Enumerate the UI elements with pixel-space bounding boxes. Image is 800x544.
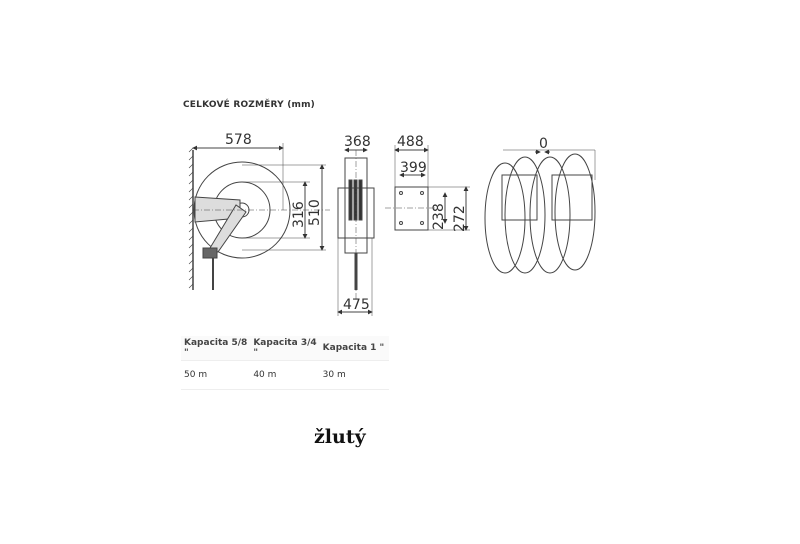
side-view bbox=[337, 147, 375, 316]
table-header: Kapacita 5/8 " bbox=[184, 338, 248, 358]
table-header: Kapacita 3/4 " bbox=[253, 338, 317, 358]
front-view bbox=[188, 143, 330, 290]
table-cell: 30 m bbox=[322, 370, 346, 380]
dim-510: 510 bbox=[307, 199, 323, 226]
dim-spacing: 0 bbox=[539, 136, 548, 152]
table-header-row: Kapacita 5/8 " Kapacita 3/4 " Kapacita 1… bbox=[181, 336, 389, 361]
dim-238: 238 bbox=[431, 203, 447, 230]
multi-reel-view bbox=[484, 149, 596, 274]
dim-368: 368 bbox=[344, 134, 371, 150]
dim-475: 475 bbox=[343, 297, 370, 313]
table-cell: 50 m bbox=[184, 370, 208, 380]
dim-578: 578 bbox=[225, 132, 252, 148]
drawing-title: CELKOVÉ ROZMĚRY (mm) bbox=[183, 100, 315, 110]
color-caption: žlutý bbox=[314, 426, 366, 448]
table-header: Kapacita 1 " bbox=[322, 343, 385, 353]
table-cell: 40 m bbox=[253, 370, 277, 380]
technical-drawing: 578 316 510 368 475 488 399 238 272 0 bbox=[188, 132, 596, 316]
dim-399: 399 bbox=[400, 160, 427, 176]
table-row: 50 m 40 m 30 m bbox=[181, 361, 389, 390]
dim-316: 316 bbox=[291, 201, 307, 228]
capacity-table: Kapacita 5/8 " Kapacita 3/4 " Kapacita 1… bbox=[181, 336, 389, 390]
bracket-view bbox=[385, 145, 470, 231]
dim-488: 488 bbox=[397, 134, 424, 150]
dim-272: 272 bbox=[452, 205, 468, 232]
